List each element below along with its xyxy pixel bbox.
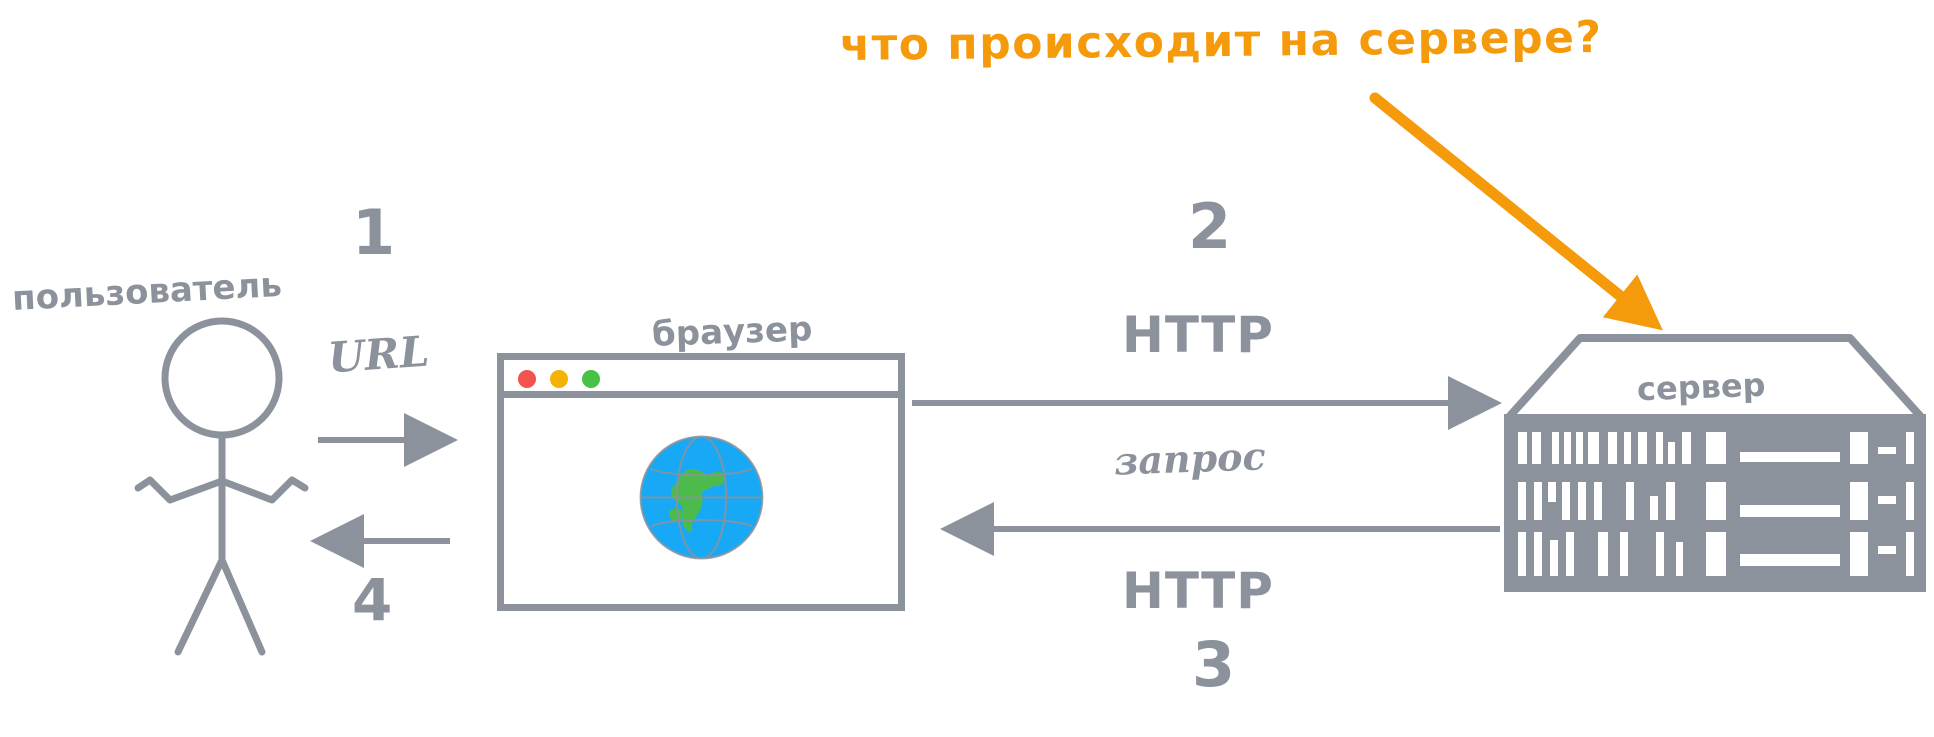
- globe-icon: [629, 425, 774, 570]
- stick-figure-user: [134, 317, 309, 656]
- window-minimize-dot[interactable]: [550, 370, 568, 388]
- orange-callout-arrow: [1369, 92, 1663, 331]
- page-title: что происходит на сервере?: [839, 12, 1603, 71]
- server-rack-row-2: [1518, 482, 1914, 520]
- step-1-number: 1: [352, 196, 396, 269]
- server-rack-row-1: [1518, 432, 1914, 464]
- window-maximize-dot[interactable]: [582, 370, 600, 388]
- server-icon: [1500, 300, 1930, 600]
- server-rack-row-3: [1518, 532, 1914, 576]
- request-label: запрос: [1113, 433, 1267, 484]
- window-close-dot[interactable]: [518, 370, 536, 388]
- user-label: пользователь: [11, 264, 283, 320]
- step-1-label-url: URL: [326, 326, 431, 383]
- step-2-number: 2: [1188, 190, 1232, 263]
- browser-titlebar: [504, 360, 898, 398]
- step-4-number: 4: [352, 566, 393, 634]
- server-label: сервер: [1636, 365, 1767, 409]
- step-3-label-http: HTTP: [1122, 562, 1274, 620]
- browser-window[interactable]: [497, 353, 905, 611]
- step-2-label-http: HTTP: [1122, 306, 1274, 364]
- step-3-number: 3: [1192, 628, 1236, 701]
- browser-label: браузер: [651, 309, 813, 355]
